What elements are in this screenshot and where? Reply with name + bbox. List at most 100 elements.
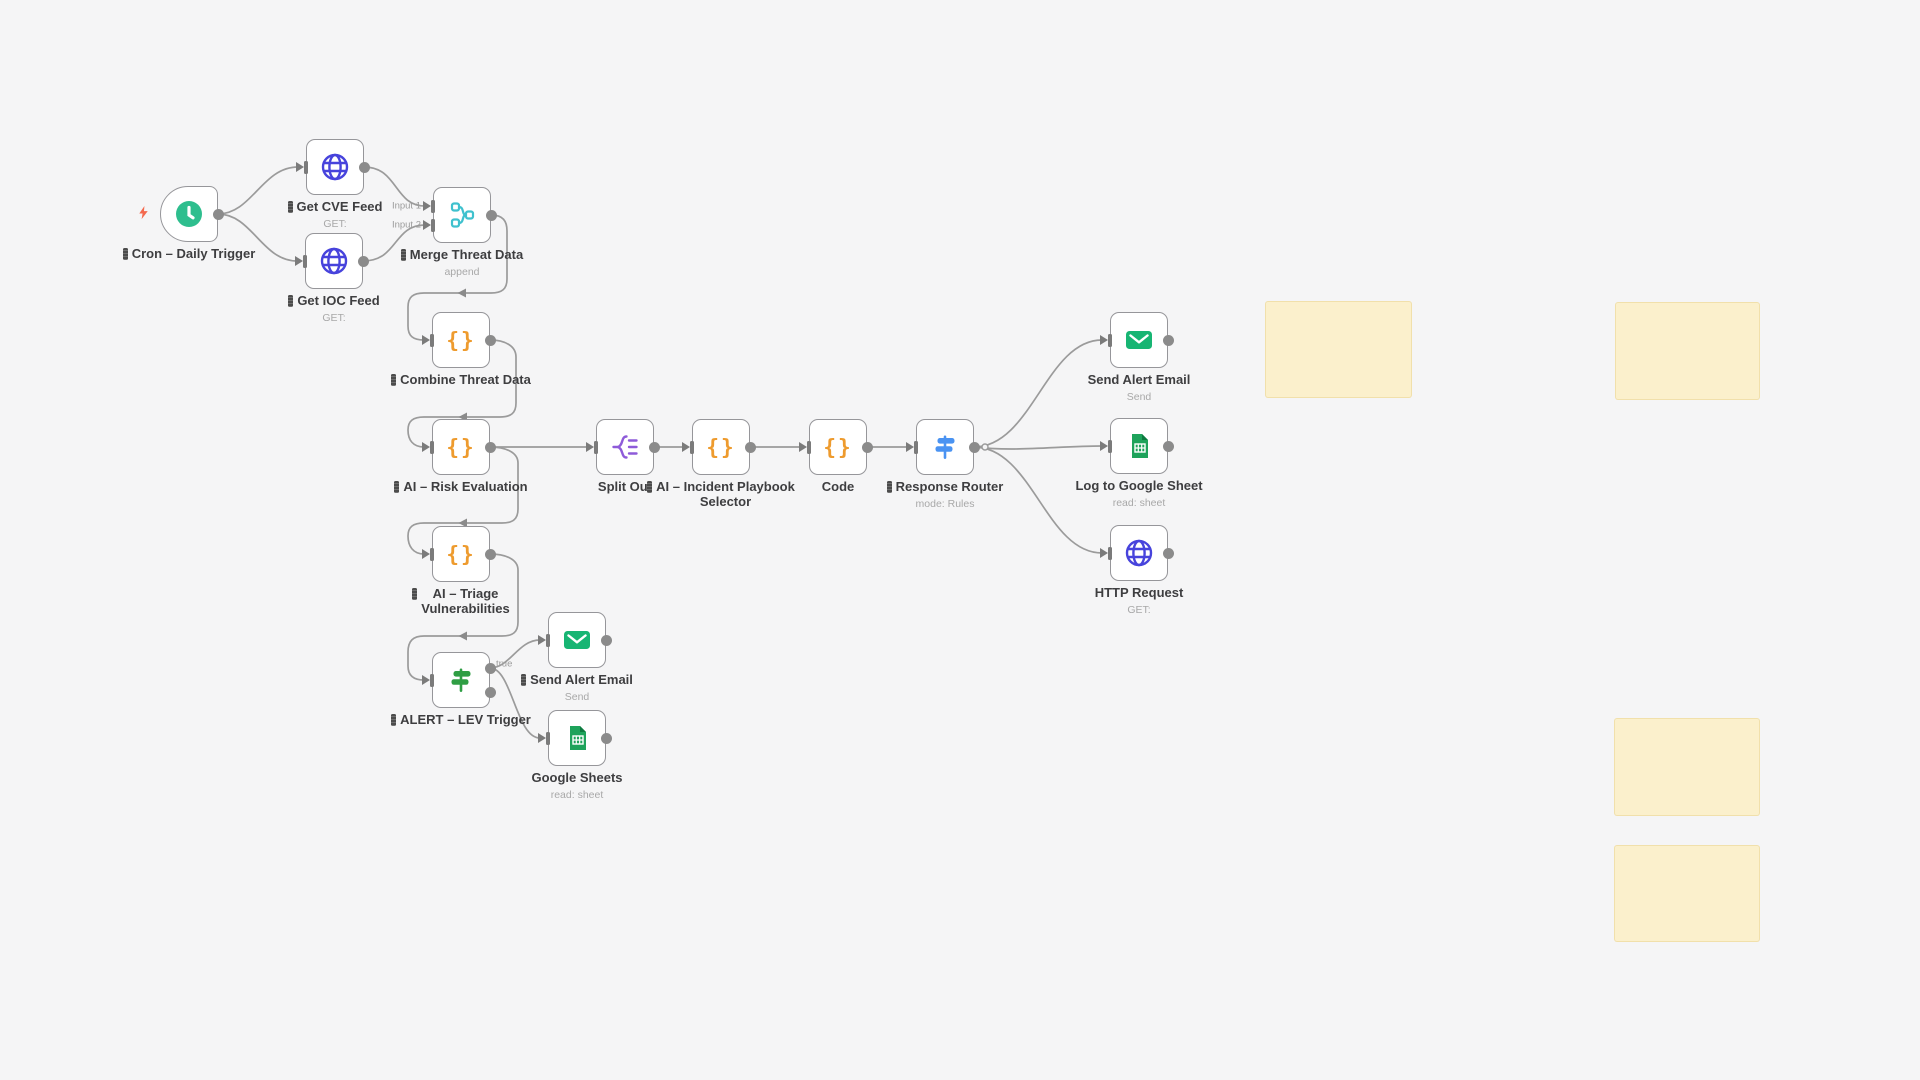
globe-icon xyxy=(1123,537,1155,569)
node-email-alert-2[interactable] xyxy=(548,612,606,668)
input-port-log-sheet[interactable] xyxy=(1108,439,1112,453)
merge-icon xyxy=(446,199,478,231)
node-combine[interactable]: {} xyxy=(432,312,490,368)
globe-icon xyxy=(318,245,350,277)
output-port-code[interactable] xyxy=(861,441,873,453)
node-get-ioc[interactable] xyxy=(305,233,363,289)
input-port-merge[interactable] xyxy=(431,199,435,213)
input-port-http[interactable] xyxy=(1108,546,1112,560)
output-port-get-cve[interactable] xyxy=(358,161,370,173)
sticky-note-4[interactable] xyxy=(1614,845,1760,942)
sticky-note-2[interactable] xyxy=(1615,302,1760,400)
connection-get-cve-merge[interactable] xyxy=(363,166,426,207)
svg-text:{}: {} xyxy=(446,543,475,567)
output-port-router[interactable] xyxy=(968,441,980,453)
input-port-google-sheets[interactable] xyxy=(546,731,550,745)
envelope-icon xyxy=(561,624,593,656)
connection-get-ioc-merge[interactable] xyxy=(362,224,426,262)
sticky-note-3[interactable] xyxy=(1614,718,1760,816)
node-http[interactable] xyxy=(1110,525,1168,581)
output-port-ai-risk[interactable] xyxy=(484,441,496,453)
input-arrow-router xyxy=(906,442,914,452)
envelope-icon xyxy=(1123,324,1155,356)
input-arrow-email-alert-1 xyxy=(1100,335,1108,345)
connection-alert-lev-email-alert-2[interactable] xyxy=(489,639,541,669)
output-port-ai-triage[interactable] xyxy=(484,548,496,560)
node-merge[interactable] xyxy=(433,187,491,243)
output-port-alert-lev[interactable] xyxy=(484,686,496,698)
node-cron[interactable] xyxy=(160,186,218,242)
connection-alert-lev-google-sheets[interactable] xyxy=(489,667,541,739)
output-port-combine[interactable] xyxy=(484,334,496,346)
node-alert-lev[interactable] xyxy=(432,652,490,708)
connection-direction-arrow xyxy=(458,631,467,641)
svg-text:{}: {} xyxy=(446,329,475,353)
output-port-google-sheets[interactable] xyxy=(600,732,612,744)
node-log-sheet[interactable] xyxy=(1110,418,1168,474)
connector-stub[interactable] xyxy=(981,443,989,451)
node-ai-triage[interactable]: {} xyxy=(432,526,490,582)
input-port-get-cve[interactable] xyxy=(304,160,308,174)
braces-icon: {} xyxy=(822,431,854,463)
output-port-log-sheet[interactable] xyxy=(1162,440,1174,452)
input-port-email-alert-1[interactable] xyxy=(1108,333,1112,347)
input-port-email-alert-2[interactable] xyxy=(546,633,550,647)
output-port-ai-incident[interactable] xyxy=(744,441,756,453)
output-port-split-out[interactable] xyxy=(648,441,660,453)
node-label: Combine Threat Data xyxy=(400,372,531,387)
input-port-combine[interactable] xyxy=(430,333,434,347)
node-label: Get CVE Feed xyxy=(296,199,383,214)
input-port-split-out[interactable] xyxy=(594,440,598,454)
output-port-http[interactable] xyxy=(1162,547,1174,559)
input-arrow-email-alert-2 xyxy=(538,635,546,645)
input-arrow-ai-incident xyxy=(682,442,690,452)
globe-icon xyxy=(319,151,351,183)
input-port-alert-lev[interactable] xyxy=(430,673,434,687)
sticky-note-1[interactable] xyxy=(1265,301,1412,398)
output-port-merge[interactable] xyxy=(485,209,497,221)
node-split-out[interactable] xyxy=(596,419,654,475)
node-get-cve[interactable] xyxy=(306,139,364,195)
output-port-alert-lev[interactable] xyxy=(484,662,496,674)
connection-cron-get-cve[interactable] xyxy=(217,166,299,215)
connection-ai-risk-ai-triage[interactable] xyxy=(407,446,519,555)
input-port-get-ioc[interactable] xyxy=(303,254,307,268)
input-port-router[interactable] xyxy=(914,440,918,454)
input-arrow-log-sheet xyxy=(1100,441,1108,451)
connection-router-http[interactable] xyxy=(973,446,1103,554)
input-arrow-ai-triage xyxy=(422,549,430,559)
braces-icon: {} xyxy=(445,431,477,463)
node-email-alert-1[interactable] xyxy=(1110,312,1168,368)
input-port-ai-incident[interactable] xyxy=(690,440,694,454)
node-label: HTTP Request xyxy=(1094,585,1184,600)
connection-direction-arrow xyxy=(457,288,466,298)
output-port-get-ioc[interactable] xyxy=(357,255,369,267)
input-arrow-get-cve xyxy=(296,162,304,172)
node-label: Cron – Daily Trigger xyxy=(131,246,256,261)
connection-combine-ai-risk[interactable] xyxy=(407,339,517,448)
input-port-ai-triage[interactable] xyxy=(430,547,434,561)
input-port-merge[interactable] xyxy=(431,218,435,232)
connection-cron-get-ioc[interactable] xyxy=(217,213,298,262)
connection-router-email-alert-1[interactable] xyxy=(973,339,1103,448)
input-port-ai-risk[interactable] xyxy=(430,440,434,454)
input-port-code[interactable] xyxy=(807,440,811,454)
node-label: Google Sheets xyxy=(531,770,623,785)
node-label: ALERT – LEV Trigger xyxy=(400,712,531,727)
sheets-icon xyxy=(1123,430,1155,462)
node-ai-risk[interactable]: {} xyxy=(432,419,490,475)
output-port-email-alert-2[interactable] xyxy=(600,634,612,646)
node-code[interactable]: {} xyxy=(809,419,867,475)
split-icon xyxy=(609,431,641,463)
output-port-cron[interactable] xyxy=(212,208,224,220)
node-google-sheets[interactable] xyxy=(548,710,606,766)
connection-router-log-sheet[interactable] xyxy=(973,445,1103,450)
node-router[interactable] xyxy=(916,419,974,475)
node-ai-incident[interactable]: {} xyxy=(692,419,750,475)
lightning-icon[interactable] xyxy=(136,205,151,220)
input-arrow-google-sheets xyxy=(538,733,546,743)
output-port-email-alert-1[interactable] xyxy=(1162,334,1174,346)
